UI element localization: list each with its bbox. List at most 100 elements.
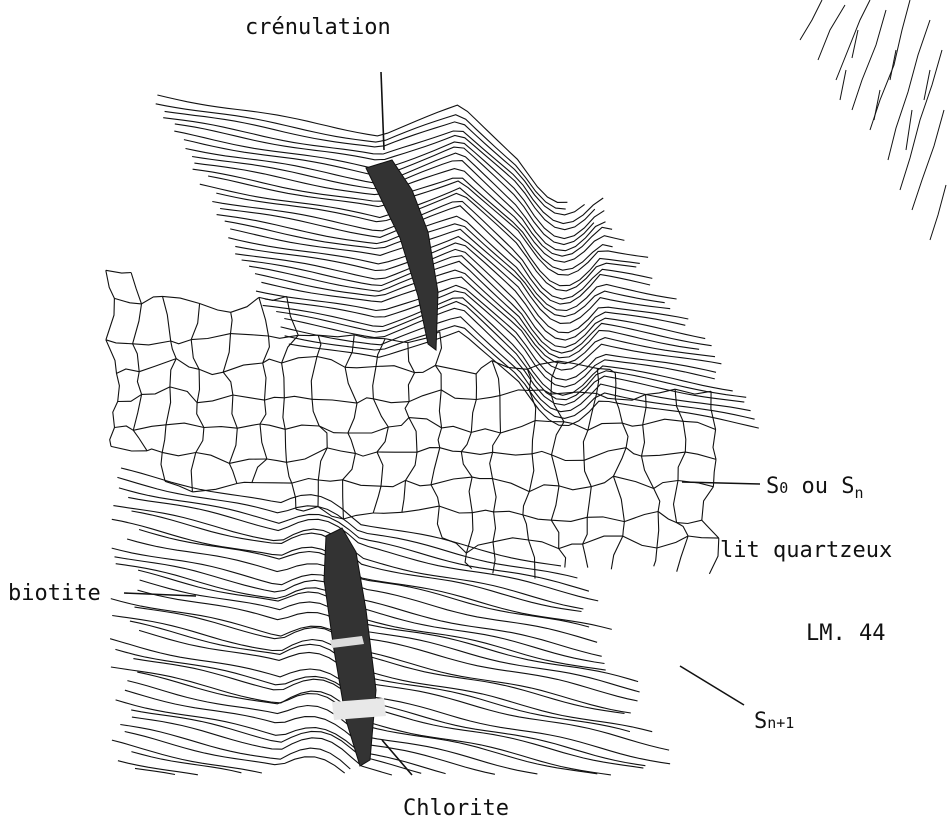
- grain-boundary: [284, 396, 312, 399]
- grain-boundary: [376, 339, 385, 367]
- grain-boundary: [117, 373, 120, 401]
- grain-boundary: [197, 369, 199, 402]
- foliation-line: [112, 740, 262, 773]
- grain-boundary: [282, 357, 317, 364]
- grain-boundary: [408, 373, 414, 402]
- grain-boundary: [162, 452, 196, 455]
- grain-boundary: [170, 387, 197, 403]
- grain-boundary: [406, 480, 432, 485]
- grain-boundary: [317, 357, 345, 368]
- grain-boundary: [163, 296, 171, 341]
- foliation-line: [228, 237, 688, 333]
- grain-boundary: [613, 476, 653, 488]
- grain-boundary: [373, 512, 402, 513]
- sn1-leader: [680, 666, 744, 705]
- upper-schist-layers: [156, 95, 759, 428]
- grain-boundary: [133, 430, 147, 451]
- grain-boundary: [231, 297, 259, 312]
- foliation-line: [140, 580, 640, 692]
- grain-boundary: [318, 480, 342, 481]
- grain-boundary: [133, 304, 142, 344]
- grain-boundary: [318, 507, 343, 519]
- grain-boundary: [492, 361, 500, 396]
- foliation-line: [217, 215, 677, 311]
- grain-boundary: [466, 542, 493, 553]
- grain-boundary: [229, 428, 237, 463]
- grain-boundary: [471, 429, 500, 433]
- grain-boundary: [260, 400, 266, 424]
- grain-boundary: [191, 340, 199, 370]
- grain-boundary: [106, 270, 115, 298]
- grain-boundary: [343, 480, 344, 519]
- grain-boundary: [551, 486, 559, 520]
- grain-boundary: [442, 426, 472, 432]
- grain-boundary: [252, 483, 292, 484]
- grain-boundary: [688, 536, 719, 538]
- grain-boundary: [176, 359, 199, 370]
- grain-boundary: [267, 459, 287, 462]
- grain-boundary: [702, 520, 719, 538]
- grain-boundary: [106, 270, 131, 273]
- grain-boundary: [223, 363, 263, 372]
- grain-boundary: [675, 389, 683, 421]
- grain-boundary: [523, 492, 529, 515]
- grain-boundary: [435, 365, 441, 390]
- grain-boundary: [232, 395, 237, 428]
- grain-boundary: [111, 446, 147, 451]
- grain-boundary: [624, 512, 658, 522]
- grain-boundary: [431, 477, 472, 485]
- foliation-line: [135, 768, 175, 774]
- grain-boundary: [461, 452, 492, 455]
- grain-boundary: [583, 544, 588, 568]
- grain-boundary: [584, 448, 626, 461]
- grain-boundary: [435, 365, 476, 374]
- grain-boundary: [493, 479, 497, 512]
- grain-boundary: [551, 392, 597, 394]
- grain-boundary: [654, 489, 660, 512]
- grain-boundary: [287, 462, 292, 483]
- grain-boundary: [490, 452, 493, 478]
- foliation-line: [165, 111, 585, 214]
- grain-boundary: [654, 481, 678, 489]
- grain-boundary: [229, 459, 267, 463]
- grain-boundary: [263, 359, 282, 363]
- grain-boundary: [431, 485, 439, 506]
- grain-boundary: [437, 506, 442, 538]
- grain-boundary: [494, 511, 523, 515]
- grain-boundary: [171, 341, 177, 359]
- grain-boundary: [615, 395, 645, 401]
- grain-boundary: [493, 433, 501, 452]
- grain-boundary: [493, 452, 532, 455]
- grain-boundary: [196, 428, 204, 453]
- grain-boundary: [137, 372, 141, 395]
- grain-boundary: [551, 517, 587, 521]
- grain-boundary: [115, 426, 134, 430]
- grain-boundary: [197, 395, 233, 403]
- grain-boundary: [223, 372, 233, 395]
- foliation-line: [131, 710, 421, 773]
- grain-boundary: [613, 448, 626, 477]
- grain-boundary: [405, 402, 409, 418]
- grain-boundary: [683, 421, 686, 452]
- grain-boundary: [197, 403, 204, 428]
- lit-quartzeux-label: lit quartzeux: [720, 538, 892, 563]
- crenulation-leader: [381, 72, 384, 150]
- grain-boundary: [532, 421, 535, 454]
- foliation-line: [133, 659, 643, 769]
- grain-boundary: [657, 536, 688, 548]
- grain-boundary: [713, 430, 716, 460]
- grain-boundary: [229, 463, 237, 483]
- grain-boundary: [348, 403, 357, 433]
- sample-id-label: LM. 44: [806, 621, 885, 646]
- foliation-line: [263, 298, 733, 396]
- grain-boundary: [114, 298, 141, 304]
- grain-boundary: [263, 363, 266, 400]
- grain-boundary: [317, 335, 321, 356]
- grain-boundary: [192, 484, 237, 492]
- grain-boundary: [161, 452, 165, 481]
- grain-boundary: [439, 390, 441, 428]
- grain-boundary: [237, 424, 260, 428]
- foliation-line: [128, 497, 598, 601]
- grain-boundary: [529, 540, 536, 579]
- grain-boundary: [493, 512, 496, 542]
